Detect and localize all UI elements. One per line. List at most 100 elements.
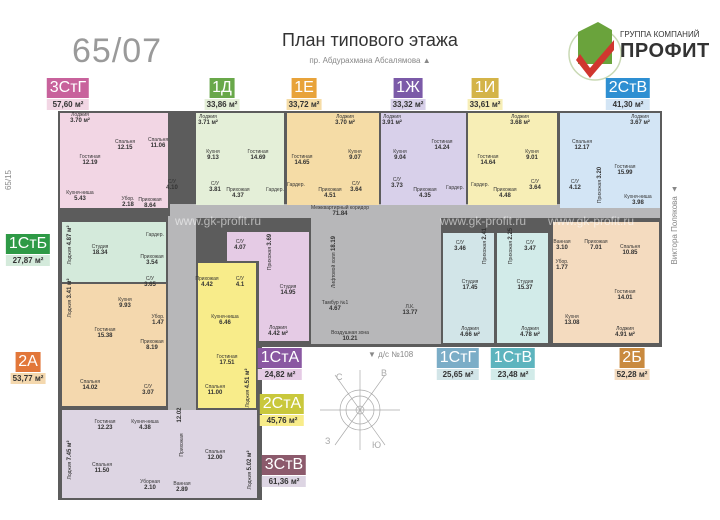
room-area: 3.69	[267, 233, 273, 246]
common-area-label: Л.К. 13.77	[402, 304, 417, 316]
room-area: 9.01	[526, 155, 538, 161]
room-label: Лоджия 3.67 м²	[630, 114, 650, 126]
room-name: С/У	[167, 179, 177, 185]
room-name: Лоджия	[269, 325, 287, 331]
room-label: С/У 3.65	[144, 276, 156, 288]
room-label: С/У 4.07	[234, 239, 246, 251]
apartment-area: 25,65 м²	[436, 369, 480, 380]
room-area: 17.45	[462, 285, 478, 291]
room-name: Лоджия	[511, 114, 529, 120]
room-label: С/У 3.64	[529, 179, 541, 191]
apartment-type: 1СтГ	[436, 348, 480, 368]
logo-name: ПРОФИТ	[620, 40, 710, 62]
common-area-label: Тамбур №1 4.67	[322, 300, 349, 312]
room-name: Лоджия	[67, 461, 73, 480]
room-name: Кухня	[118, 297, 132, 303]
room-area: 2.89	[176, 487, 188, 493]
area-value: 10.21	[342, 336, 358, 342]
watermark: www.gk-profit.ru	[175, 214, 262, 228]
room-name: Лоджия	[461, 326, 479, 332]
room-name: Лоджия	[616, 326, 634, 332]
room-label: С/У 3.46	[454, 240, 466, 252]
room-name: Гостиная	[216, 354, 238, 360]
common-area-label: Воздушная зона 10.21	[331, 330, 369, 342]
room-name: Спальня	[79, 379, 101, 385]
room-area: 2.25	[508, 227, 514, 240]
room-area: 2.10	[144, 485, 156, 491]
common-area-label: Лифтовой холл 18.19	[331, 236, 337, 288]
room-name: С/У	[235, 239, 245, 245]
room-area: 4.51 м²	[245, 368, 251, 389]
room-name: Кухня	[565, 314, 579, 320]
room-area: 3.70 м²	[70, 118, 90, 124]
room-label: Спальня 11.00	[205, 384, 225, 396]
arrow-down-icon: ▲	[670, 185, 679, 194]
apartment-area: 24,82 м²	[257, 369, 303, 380]
room-label: Кухня 9.07	[348, 149, 361, 161]
room-area: 18.34	[92, 250, 108, 256]
room-area: 14.02	[82, 385, 98, 391]
room-name: С/У	[145, 276, 155, 282]
compass-rose-icon	[320, 370, 400, 450]
room-area: 4.66 м²	[460, 332, 480, 338]
room-area: 3.73	[391, 183, 403, 189]
street-name: Виктора Полякова	[670, 196, 679, 265]
logo-icon	[568, 22, 622, 81]
room-name: Лоджия	[199, 114, 217, 120]
room-name: Гостиная	[477, 154, 499, 160]
room-label: Убор. 1.47	[152, 314, 165, 326]
apartment-type: 2СтА	[259, 394, 305, 414]
room-name: Студия	[279, 284, 297, 290]
room-name: Лоджия	[245, 389, 251, 408]
room-label: Кухня 9.04	[393, 149, 406, 161]
apartment-area: 41,30 м²	[605, 99, 651, 110]
room-label: Уборная 2.10	[140, 479, 160, 491]
apartment-type: 2А	[15, 352, 41, 372]
watermark: www.gk-profit.ru	[440, 214, 527, 228]
room-label: Лоджия 3.91 м²	[382, 114, 402, 126]
room-label: Прихожая 4.48	[493, 187, 516, 199]
street-label-right: Виктора Полякова ▲	[670, 185, 679, 264]
room-area: 4.87 м²	[67, 225, 73, 246]
room-label: Гостиная 14.65	[292, 154, 313, 166]
room-name: С/У	[570, 179, 580, 185]
room-name: Спальня	[204, 384, 226, 390]
room-label: С/У 4.10	[166, 179, 178, 191]
apartment-area: 33,61 м²	[467, 99, 503, 110]
apartment-12	[497, 233, 548, 343]
apartment-3	[381, 113, 466, 205]
room-label: Спальня 11.06	[148, 137, 168, 149]
room-name: Гостиная	[291, 154, 313, 160]
room-name: Убор.	[121, 196, 135, 202]
room-label: Лоджия 3.70 м²	[70, 112, 90, 124]
room-area: 3.07	[142, 390, 154, 396]
room-name: Гостиная	[431, 139, 453, 145]
room-label: Спальня 11.50	[92, 462, 112, 474]
room-name: Лоджия	[67, 246, 73, 265]
room-name: Кухня-ниша	[131, 419, 159, 425]
room-label: Гардер.	[266, 187, 284, 193]
room-label: Гостиная 14.01	[615, 289, 636, 301]
room-area: 3.64	[529, 185, 541, 191]
logo-subtitle: ГРУППА КОМПАНИЙ	[620, 30, 700, 39]
room-label: Лоджия 5.02 м²	[247, 451, 253, 490]
room-label: Прихожая 8.19	[140, 339, 163, 351]
area-value: 13.77	[402, 310, 418, 316]
building-code: 65/07	[72, 32, 163, 70]
room-name: Прихожая	[140, 254, 164, 260]
room-name: С/У	[530, 179, 540, 185]
room-name: Лоджия	[71, 112, 89, 118]
room-label: Кухня-ниша 5.43	[66, 190, 93, 202]
room-area: 14.95	[280, 290, 296, 296]
room-name: Лоджия	[631, 114, 649, 120]
room-area: 9.13	[207, 155, 219, 161]
apartment-6	[62, 222, 166, 282]
apartment-9	[227, 232, 309, 261]
compass-south: Ю	[372, 440, 382, 450]
room-area: 9.93	[119, 303, 131, 309]
apartment-10	[62, 410, 257, 498]
room-name: Студия	[516, 279, 534, 285]
room-area: 4.35	[419, 193, 431, 199]
room-name: С/У	[392, 177, 402, 183]
